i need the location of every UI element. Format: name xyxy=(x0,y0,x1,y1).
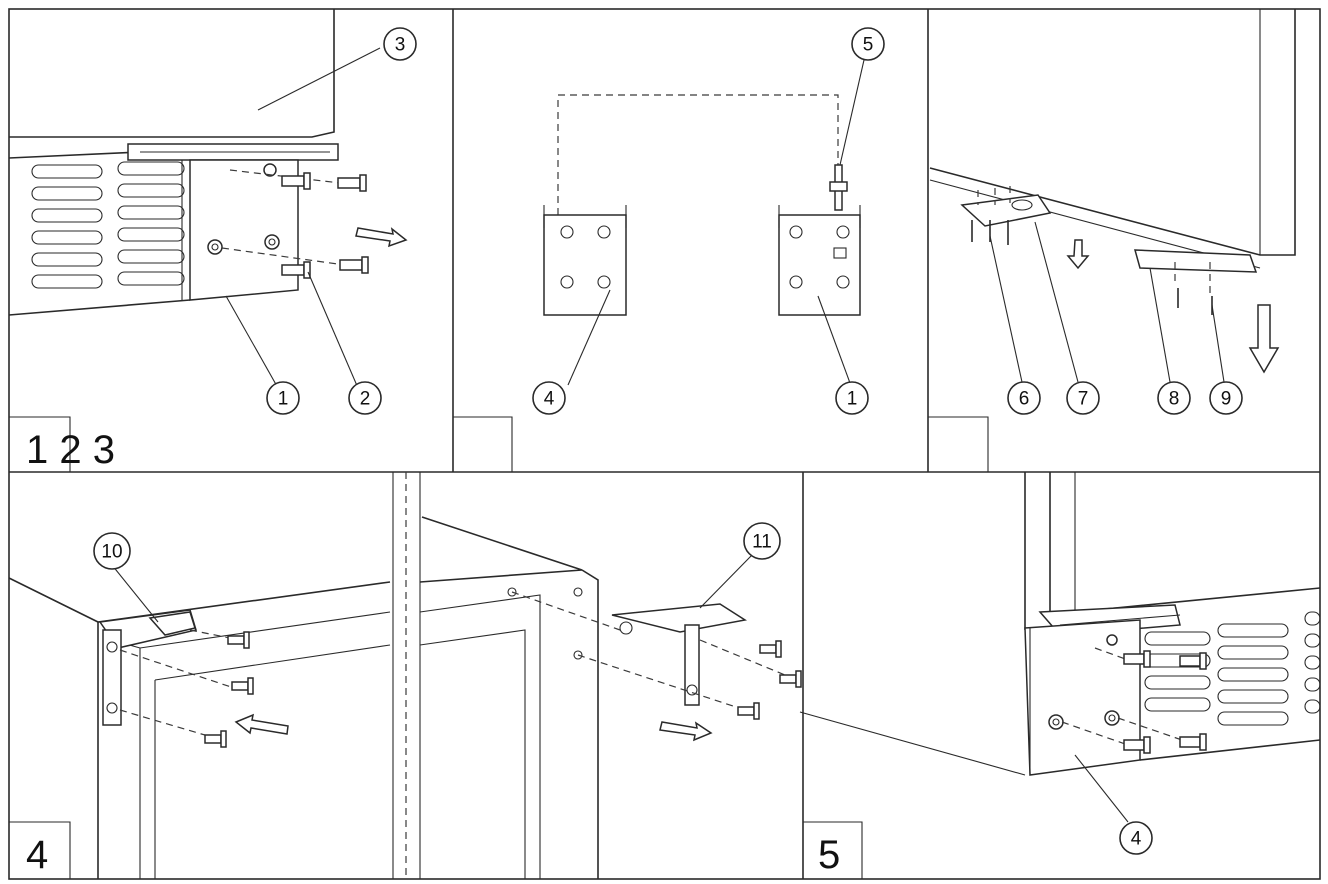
svg-text:6: 6 xyxy=(1019,389,1030,410)
svg-text:7: 7 xyxy=(1078,389,1089,410)
panel-4-top-hinge xyxy=(8,472,802,879)
arrow-down-icon xyxy=(1248,304,1280,374)
callout-4-panel-2: 4 xyxy=(532,381,566,415)
step-label-4: 4 xyxy=(26,833,48,877)
arrow-right-icon xyxy=(659,721,713,742)
callout-1-panel-1: 1 xyxy=(266,381,300,415)
vent-slots xyxy=(31,161,185,289)
arrow-left-icon xyxy=(234,713,289,735)
arrow-right-icon xyxy=(355,227,408,248)
step-label-5: 5 xyxy=(818,833,840,877)
callout-8: 8 xyxy=(1157,381,1191,415)
vent-slots xyxy=(1144,611,1321,726)
screw-icon xyxy=(204,631,802,748)
svg-text:8: 8 xyxy=(1169,389,1180,410)
panel-3-bottom-hinge xyxy=(929,9,1296,383)
svg-text:11: 11 xyxy=(752,532,772,553)
callout-9: 9 xyxy=(1209,381,1243,415)
callout-5: 5 xyxy=(851,27,885,61)
panel-1-hinge-removal xyxy=(8,9,408,389)
step-labels: 1 2 3 4 5 xyxy=(26,428,840,877)
callout-6: 6 xyxy=(1007,381,1041,415)
svg-text:4: 4 xyxy=(1131,829,1142,850)
callout-1-panel-2: 1 xyxy=(835,381,869,415)
svg-text:2: 2 xyxy=(360,389,371,410)
callout-10: 10 xyxy=(93,532,131,570)
callout-3: 3 xyxy=(383,27,417,61)
svg-text:9: 9 xyxy=(1221,389,1232,410)
step-label-1-2-3: 1 2 3 xyxy=(26,428,115,472)
panel-5-hinge-installed xyxy=(799,472,1321,823)
callout-11: 11 xyxy=(743,522,781,560)
panel-frames xyxy=(8,8,1321,880)
callout-labels: 1 2 3 4 1 5 6 7 xyxy=(93,27,1243,855)
arrow-down-icon xyxy=(1066,239,1090,270)
screw-icon xyxy=(1123,650,1207,754)
svg-text:5: 5 xyxy=(863,35,874,56)
svg-text:10: 10 xyxy=(101,542,122,563)
svg-text:3: 3 xyxy=(395,35,406,56)
panel-2-hinge-transfer xyxy=(543,59,865,386)
svg-text:1: 1 xyxy=(847,389,858,410)
callout-4-panel-5: 4 xyxy=(1119,821,1153,855)
svg-text:4: 4 xyxy=(544,389,555,410)
screw-icon xyxy=(281,172,369,279)
svg-text:1: 1 xyxy=(278,389,289,410)
callout-7: 7 xyxy=(1066,381,1100,415)
callout-2: 2 xyxy=(348,381,382,415)
